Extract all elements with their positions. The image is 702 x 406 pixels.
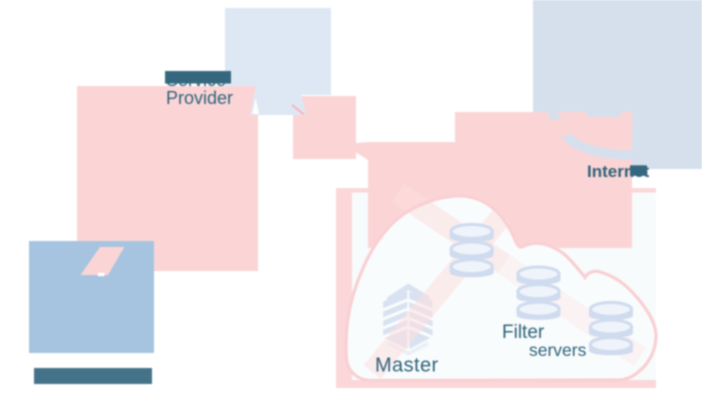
svg-text:Filter: Filter (502, 322, 545, 343)
svg-text:Provider: Provider (166, 88, 233, 108)
svg-text:servers: servers (529, 340, 587, 360)
svg-text:Master: Master (375, 355, 439, 377)
